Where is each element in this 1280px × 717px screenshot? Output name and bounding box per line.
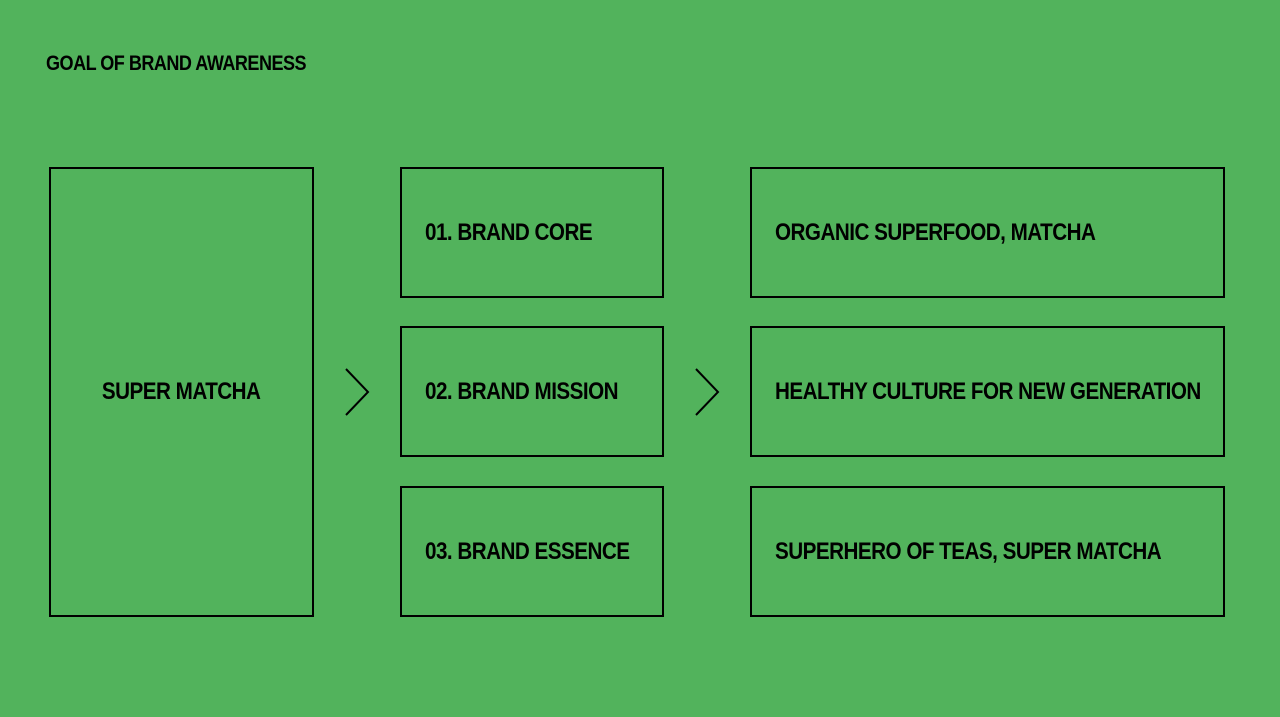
page-title: GOAL OF BRAND AWARENESS [46,52,307,75]
source-label: SUPER MATCHA [102,378,261,405]
statement-box-core: ORGANIC SUPERFOOD, MATCHA [750,167,1225,298]
pillar-box-brand-core: 01. BRAND CORE [400,167,664,298]
pillar-label: 03. BRAND ESSENCE [425,537,630,565]
pillar-box-brand-essence: 03. BRAND ESSENCE [400,486,664,617]
chevron-right-icon [695,368,721,416]
statement-box-mission: HEALTHY CULTURE FOR NEW GENERATION [750,326,1225,457]
source-box: SUPER MATCHA [49,167,314,617]
pillar-label: 02. BRAND MISSION [425,377,619,405]
pillar-label: 01. BRAND CORE [425,218,593,246]
statement-label: SUPERHERO OF TEAS, SUPER MATCHA [775,537,1162,565]
pillar-box-brand-mission: 02. BRAND MISSION [400,326,664,457]
statement-label: ORGANIC SUPERFOOD, MATCHA [775,218,1096,246]
statement-label: HEALTHY CULTURE FOR NEW GENERATION [775,377,1201,405]
statement-box-essence: SUPERHERO OF TEAS, SUPER MATCHA [750,486,1225,617]
chevron-right-icon [345,368,371,416]
